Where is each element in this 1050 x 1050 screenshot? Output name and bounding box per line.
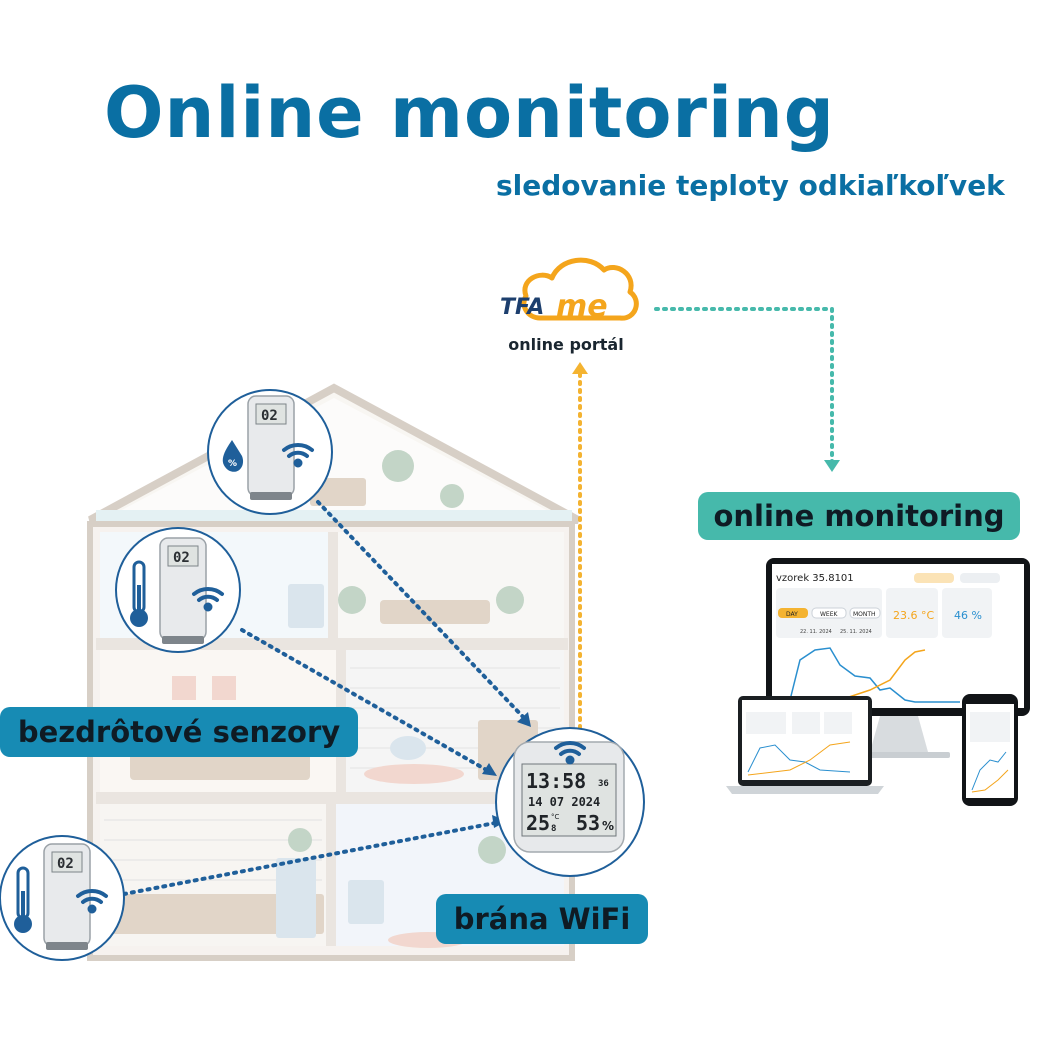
dashboard-temperature: 23.6 °C bbox=[893, 609, 934, 622]
gateway-temperature: 25 bbox=[526, 811, 550, 835]
wifi-icon bbox=[282, 442, 314, 468]
portal-brand-suffix: me bbox=[556, 289, 608, 324]
phone bbox=[962, 694, 1018, 806]
monitor: vzorek 35.8101 DAY WEEK MONTH 22. 11. 20… bbox=[766, 558, 1030, 758]
cloud-icon bbox=[521, 257, 639, 321]
wifi-icon bbox=[554, 740, 586, 765]
range-month-button bbox=[849, 607, 881, 619]
gateway-day-badge: 36 bbox=[598, 779, 609, 789]
wireless-sensors-label: bezdrôtové senzory bbox=[0, 707, 358, 757]
dashboard-device-title: vzorek 35.8101 bbox=[776, 573, 854, 584]
portal-caption: online portál bbox=[508, 335, 624, 354]
dashboard-humidity: 46 % bbox=[954, 609, 982, 622]
page-subtitle: sledovanie teploty odkiaľkoľvek bbox=[496, 169, 1005, 202]
gateway-humidity: 53 bbox=[576, 811, 600, 835]
humidity-icon: % bbox=[222, 440, 244, 472]
sensor-middle-display: 02 bbox=[173, 550, 190, 566]
thermometer-icon bbox=[14, 866, 32, 933]
page-title: Online monitoring bbox=[104, 72, 835, 154]
laptop bbox=[726, 696, 884, 794]
thermometer-icon bbox=[130, 560, 148, 627]
link-left-sensor bbox=[240, 628, 492, 774]
sensor-bottom-display: 02 bbox=[57, 856, 74, 872]
monitoring-arrowhead bbox=[824, 460, 840, 472]
sensor-top: 02 % bbox=[207, 389, 333, 515]
sensor-bottom: 02 bbox=[0, 835, 125, 961]
sensor-middle: 02 bbox=[115, 527, 241, 653]
temperature-card bbox=[886, 588, 938, 638]
range-week-button bbox=[811, 607, 847, 619]
wifi-icon bbox=[76, 888, 108, 914]
link-portal-monitoring bbox=[654, 307, 834, 464]
portal-brand: TFA bbox=[500, 295, 544, 320]
date-from: 22. 11. 2024 bbox=[800, 629, 832, 635]
gateway-temperature-decimal: 8 bbox=[551, 824, 556, 834]
sensor-top-display: 02 bbox=[261, 408, 278, 424]
link-top-sensor bbox=[316, 500, 528, 722]
wifi-icon bbox=[192, 586, 224, 612]
humidity-card bbox=[942, 588, 992, 638]
gateway-date: 14 07 2024 bbox=[528, 795, 600, 809]
wifi-gateway-label: brána WiFi bbox=[436, 894, 648, 944]
date-to: 25. 11. 2024 bbox=[840, 629, 872, 635]
range-week-label: WEEK bbox=[820, 611, 839, 618]
range-month-label: MONTH bbox=[853, 611, 876, 618]
svg-text:%: % bbox=[228, 459, 237, 469]
online-monitoring-label: online monitoring bbox=[698, 492, 1020, 540]
gateway-humidity-unit: % bbox=[602, 819, 614, 833]
portal-logo: TFA me bbox=[500, 257, 639, 324]
range-day-button bbox=[778, 608, 808, 618]
house bbox=[87, 383, 580, 961]
wireless-links bbox=[122, 500, 528, 896]
gateway: 13:58 36 14 07 2024 25 8 °C 53 % bbox=[495, 727, 645, 877]
gateway-time: 13:58 bbox=[526, 769, 586, 793]
link-bottom-sensor bbox=[122, 820, 502, 896]
portal-arrowhead bbox=[572, 362, 588, 374]
range-day-label: DAY bbox=[786, 611, 798, 618]
gateway-temperature-unit: °C bbox=[551, 813, 560, 821]
